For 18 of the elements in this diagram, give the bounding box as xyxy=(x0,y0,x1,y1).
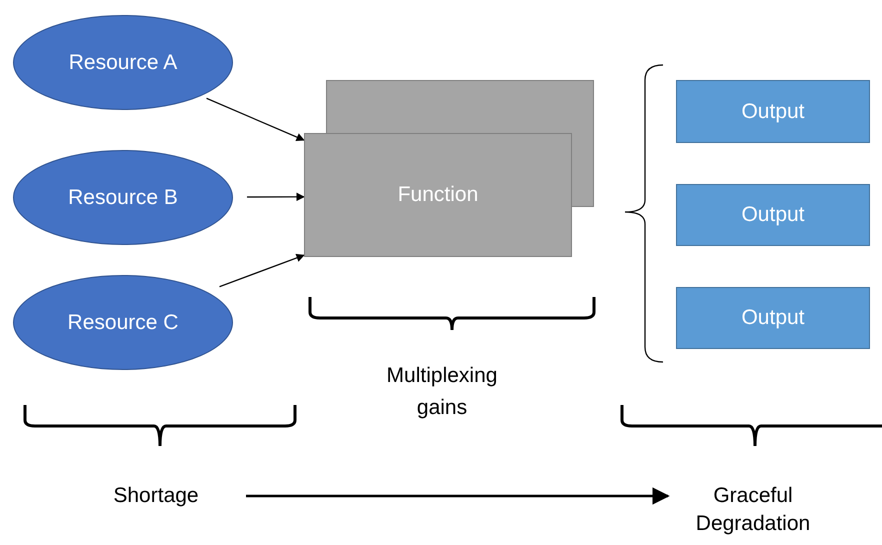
node-label: Resource C xyxy=(68,310,178,336)
node-label: Resource A xyxy=(68,50,178,76)
arrow xyxy=(206,98,305,142)
stacked-function-boxes xyxy=(304,80,594,257)
output-box xyxy=(676,80,870,143)
node-label: Function xyxy=(398,182,478,208)
node-label: Resource B xyxy=(68,184,178,211)
brace-label: Multiplexing gains xyxy=(386,363,498,421)
node-label: Output xyxy=(741,305,805,332)
node-label: Output xyxy=(741,202,805,228)
output-box xyxy=(676,184,870,246)
arrow xyxy=(219,254,305,288)
arrow xyxy=(246,487,670,505)
caption-text: Graceful Degradation xyxy=(694,483,812,537)
arrow xyxy=(247,192,305,202)
output-box xyxy=(676,287,870,349)
caption-text: Shortage xyxy=(113,483,199,509)
node-label: Output xyxy=(741,98,805,125)
